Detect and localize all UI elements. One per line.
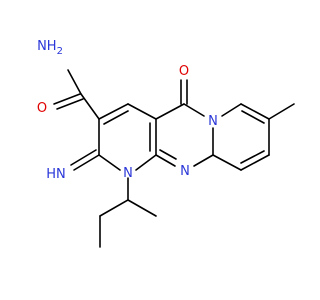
bond-c-nh2 xyxy=(67,69,82,95)
bond-c3-c4-inner xyxy=(103,110,129,125)
imino-hn-label: HN xyxy=(46,167,66,182)
bond-c2-imine-b xyxy=(70,149,97,166)
bond-c7-c8 xyxy=(240,103,270,120)
bond-c4-c4a xyxy=(127,103,157,120)
atom-labels: NH2 O HN N N N O xyxy=(37,39,218,182)
bond-c7-c8-inner xyxy=(241,110,265,124)
bond-c9-c10-inner xyxy=(240,150,265,164)
bond-c3-c4 xyxy=(98,103,129,120)
n-bridge-label: N xyxy=(208,114,218,129)
amide-nh2-label: NH2 xyxy=(37,39,63,57)
bond-c10a-n10 xyxy=(155,154,176,167)
bond-c2-n1 xyxy=(98,154,121,171)
bond-c2-imine-a xyxy=(73,154,100,171)
keto-oxygen-label: O xyxy=(179,64,189,79)
bond-n10-c9a xyxy=(193,154,214,167)
bond-c-o-amide-a xyxy=(53,93,81,105)
n-ring-label: N xyxy=(180,164,190,179)
bond-amide-ring xyxy=(80,93,100,120)
bond-c4a-c5 xyxy=(155,103,185,120)
bond-ch-ch3 xyxy=(127,199,157,217)
n1-label: N xyxy=(123,166,133,181)
bond-layer xyxy=(53,69,295,248)
bond-n1-c10a xyxy=(135,154,157,171)
bond-c5-n6 xyxy=(183,103,205,117)
bond-c10a-n10-inner xyxy=(159,149,177,160)
molecule-structure: NH2 O HN N N N O xyxy=(36,39,295,248)
bond-n6-c7 xyxy=(221,103,242,117)
bond-c10-c9a xyxy=(212,154,242,171)
bond-c-o-amide-b xyxy=(56,98,84,110)
bond-c8-methyl xyxy=(268,103,295,120)
bond-c9-c10 xyxy=(240,154,270,171)
bond-ch-ch2 xyxy=(99,199,129,217)
amide-oxygen-label: O xyxy=(37,101,47,116)
